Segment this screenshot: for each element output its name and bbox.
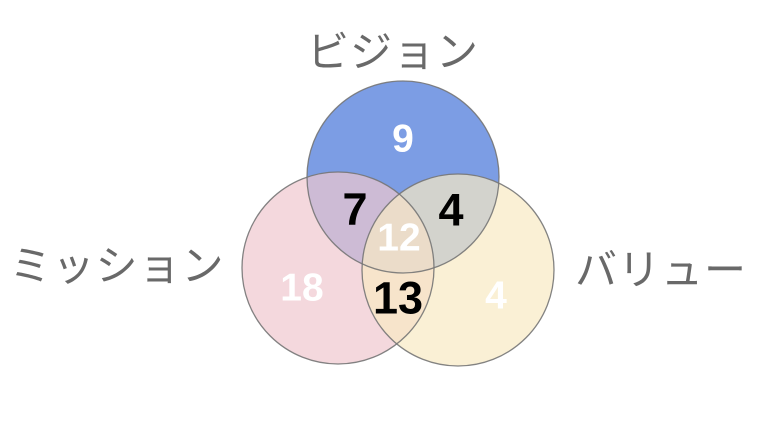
count-all-three: 12 [377, 216, 421, 260]
set-label-value: バリュー [574, 248, 748, 295]
set-label-mission: ミッション [9, 244, 225, 291]
count-vision-mission: 7 [342, 183, 368, 235]
count-mission-value: 13 [372, 272, 424, 324]
count-vision-only: 9 [392, 117, 414, 161]
value-circle-outline [361, 173, 555, 367]
count-vision-value: 4 [438, 184, 464, 236]
count-mission-only: 18 [280, 266, 324, 310]
value-circle-fill [362, 174, 554, 366]
mission-circle-outline [241, 171, 435, 365]
count-value-only: 4 [485, 274, 507, 318]
set-label-vision: ビジョン [306, 30, 480, 77]
